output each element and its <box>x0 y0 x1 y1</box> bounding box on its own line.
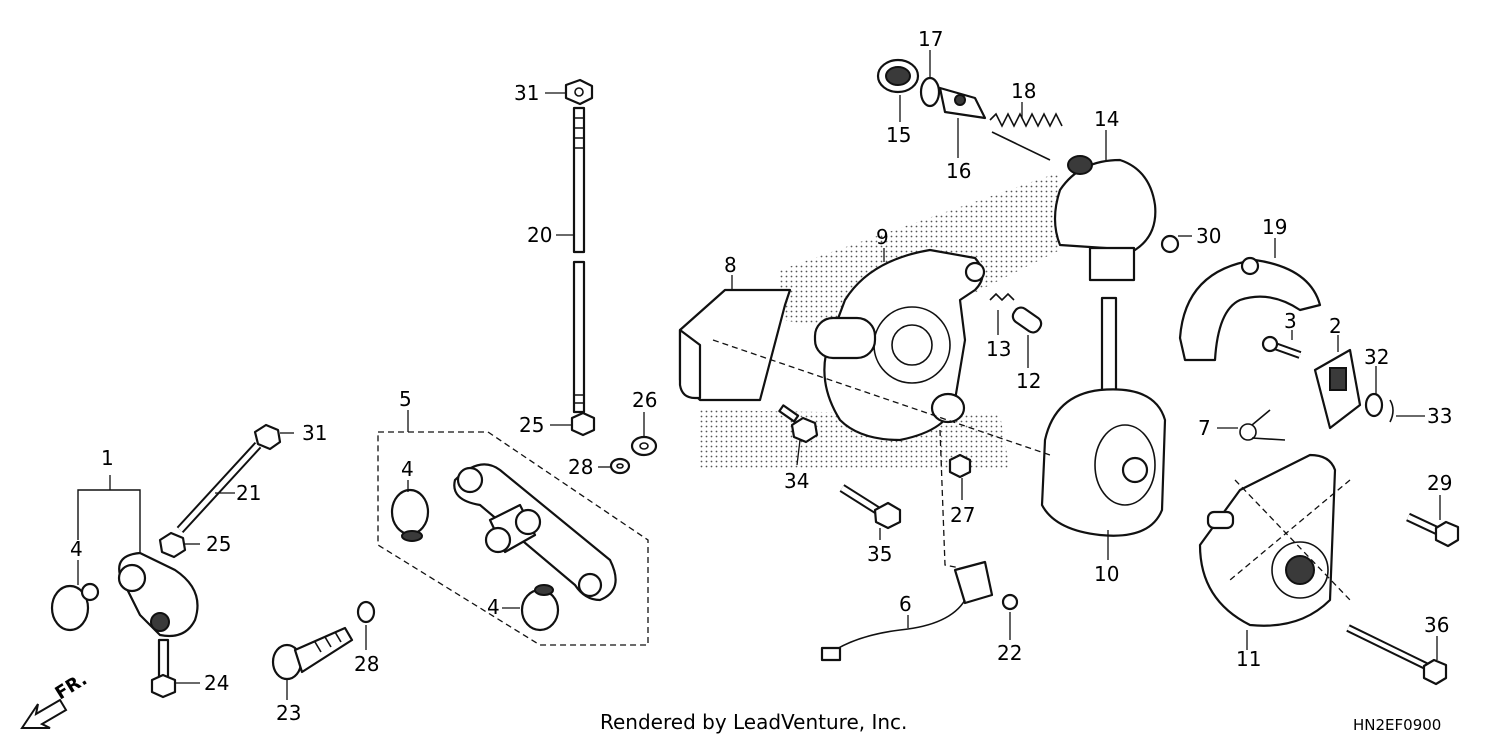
part-23-shaft[interactable] <box>271 626 354 681</box>
part-28-washer-upper[interactable] <box>609 457 631 475</box>
part-32-washer[interactable] <box>1364 392 1384 418</box>
part-11-base-plate[interactable] <box>1198 453 1337 627</box>
part-36-bolt[interactable] <box>1346 624 1448 686</box>
part-34-bolt[interactable] <box>778 404 819 444</box>
callout-26: 26 <box>632 388 657 412</box>
credit-text: Rendered by LeadVenture, Inc. <box>600 710 908 734</box>
callout-1: 1 <box>101 446 114 470</box>
callout-36: 36 <box>1424 613 1449 637</box>
callout-6: 6 <box>899 592 912 616</box>
part-4-cap-a[interactable] <box>390 488 430 542</box>
callout-31a: 31 <box>514 81 539 105</box>
part-31-nut-lower[interactable] <box>253 423 282 451</box>
callout-11: 11 <box>1236 647 1261 671</box>
part-4-cap-c[interactable] <box>50 582 100 632</box>
part-2-bracket[interactable] <box>1313 348 1362 430</box>
part-27-nut[interactable] <box>948 453 972 479</box>
part-26-washer[interactable] <box>630 435 658 457</box>
direction-label: FR. <box>52 669 91 704</box>
callout-35: 35 <box>867 542 892 566</box>
callout-17: 17 <box>918 27 943 51</box>
callout-19: 19 <box>1262 215 1287 239</box>
callout-12: 12 <box>1016 369 1041 393</box>
callout-25b: 25 <box>519 413 544 437</box>
callout-18: 18 <box>1011 79 1036 103</box>
callout-2: 2 <box>1329 314 1342 338</box>
part-17-o-ring[interactable] <box>919 76 941 108</box>
part-25-nut-lower[interactable] <box>158 531 187 559</box>
callout-20: 20 <box>527 223 552 247</box>
callout-34: 34 <box>784 469 809 493</box>
part-3-bolt[interactable] <box>1261 335 1302 359</box>
part-12-pin[interactable] <box>1010 305 1044 335</box>
part-7-spring[interactable] <box>1239 409 1286 441</box>
part-10-shift-lever-base[interactable] <box>1040 296 1167 537</box>
callout-27: 27 <box>950 503 975 527</box>
part-5-link-assembly[interactable] <box>377 431 649 646</box>
part-35-bolt[interactable] <box>839 484 902 530</box>
part-19-cover[interactable] <box>1178 256 1322 362</box>
part-22-screw[interactable] <box>1001 593 1019 611</box>
part-29-bolt[interactable] <box>1406 512 1460 548</box>
part-13-spring[interactable] <box>989 292 1015 302</box>
part-24-bolt[interactable] <box>150 638 177 699</box>
part-9-shift-housing[interactable] <box>813 248 986 442</box>
callout-13: 13 <box>986 337 1011 361</box>
part-6-switch-harness[interactable] <box>820 560 994 662</box>
part-28-washer-lower[interactable] <box>356 600 376 624</box>
front-direction-arrow-icon: FR. <box>20 669 91 729</box>
callout-4a: 4 <box>70 537 83 561</box>
callout-8: 8 <box>724 253 737 277</box>
callout-28b: 28 <box>354 652 379 676</box>
diagram-ref-code: HN2EF0900 <box>1353 716 1442 734</box>
part-1-pivot-bracket[interactable] <box>77 489 199 638</box>
part-15-cap[interactable] <box>876 58 920 94</box>
leader-lines <box>77 50 1441 700</box>
callout-30: 30 <box>1196 224 1221 248</box>
callout-22: 22 <box>997 641 1022 665</box>
callout-14: 14 <box>1094 107 1119 131</box>
callout-24: 24 <box>204 671 229 695</box>
callout-3: 3 <box>1284 309 1297 333</box>
callout-15: 15 <box>886 123 911 147</box>
callout-9: 9 <box>876 225 889 249</box>
part-33-clip[interactable] <box>1389 399 1394 423</box>
part-8-mounting-plate[interactable] <box>678 288 792 402</box>
part-4-cap-b[interactable] <box>520 584 560 632</box>
callout-10: 10 <box>1094 562 1119 586</box>
part-18-spring[interactable] <box>989 112 1063 161</box>
part-16-detent[interactable] <box>938 86 987 120</box>
part-25-rod-nut[interactable] <box>570 411 596 437</box>
part-30-screw[interactable] <box>1160 234 1180 254</box>
callout-29: 29 <box>1427 471 1452 495</box>
callout-21: 21 <box>236 481 261 505</box>
part-20-control-rod[interactable] <box>572 106 586 414</box>
callout-33: 33 <box>1427 404 1452 428</box>
callout-23: 23 <box>276 701 301 725</box>
callout-4c: 4 <box>487 595 500 619</box>
part-14-shift-knob[interactable] <box>1053 155 1157 282</box>
part-31-top-nut[interactable] <box>564 78 594 106</box>
callout-25a: 25 <box>206 532 231 556</box>
callout-5: 5 <box>399 387 412 411</box>
callout-31b: 31 <box>302 421 327 445</box>
callout-28a: 28 <box>568 455 593 479</box>
callout-7: 7 <box>1198 416 1211 440</box>
callout-32: 32 <box>1364 345 1389 369</box>
callout-16: 16 <box>946 159 971 183</box>
part-21-bolt[interactable] <box>176 441 262 534</box>
callout-labels: 1 2 3 4 4 4 5 6 7 8 9 10 11 12 13 14 15 … <box>70 27 1452 725</box>
callout-4b: 4 <box>401 457 414 481</box>
